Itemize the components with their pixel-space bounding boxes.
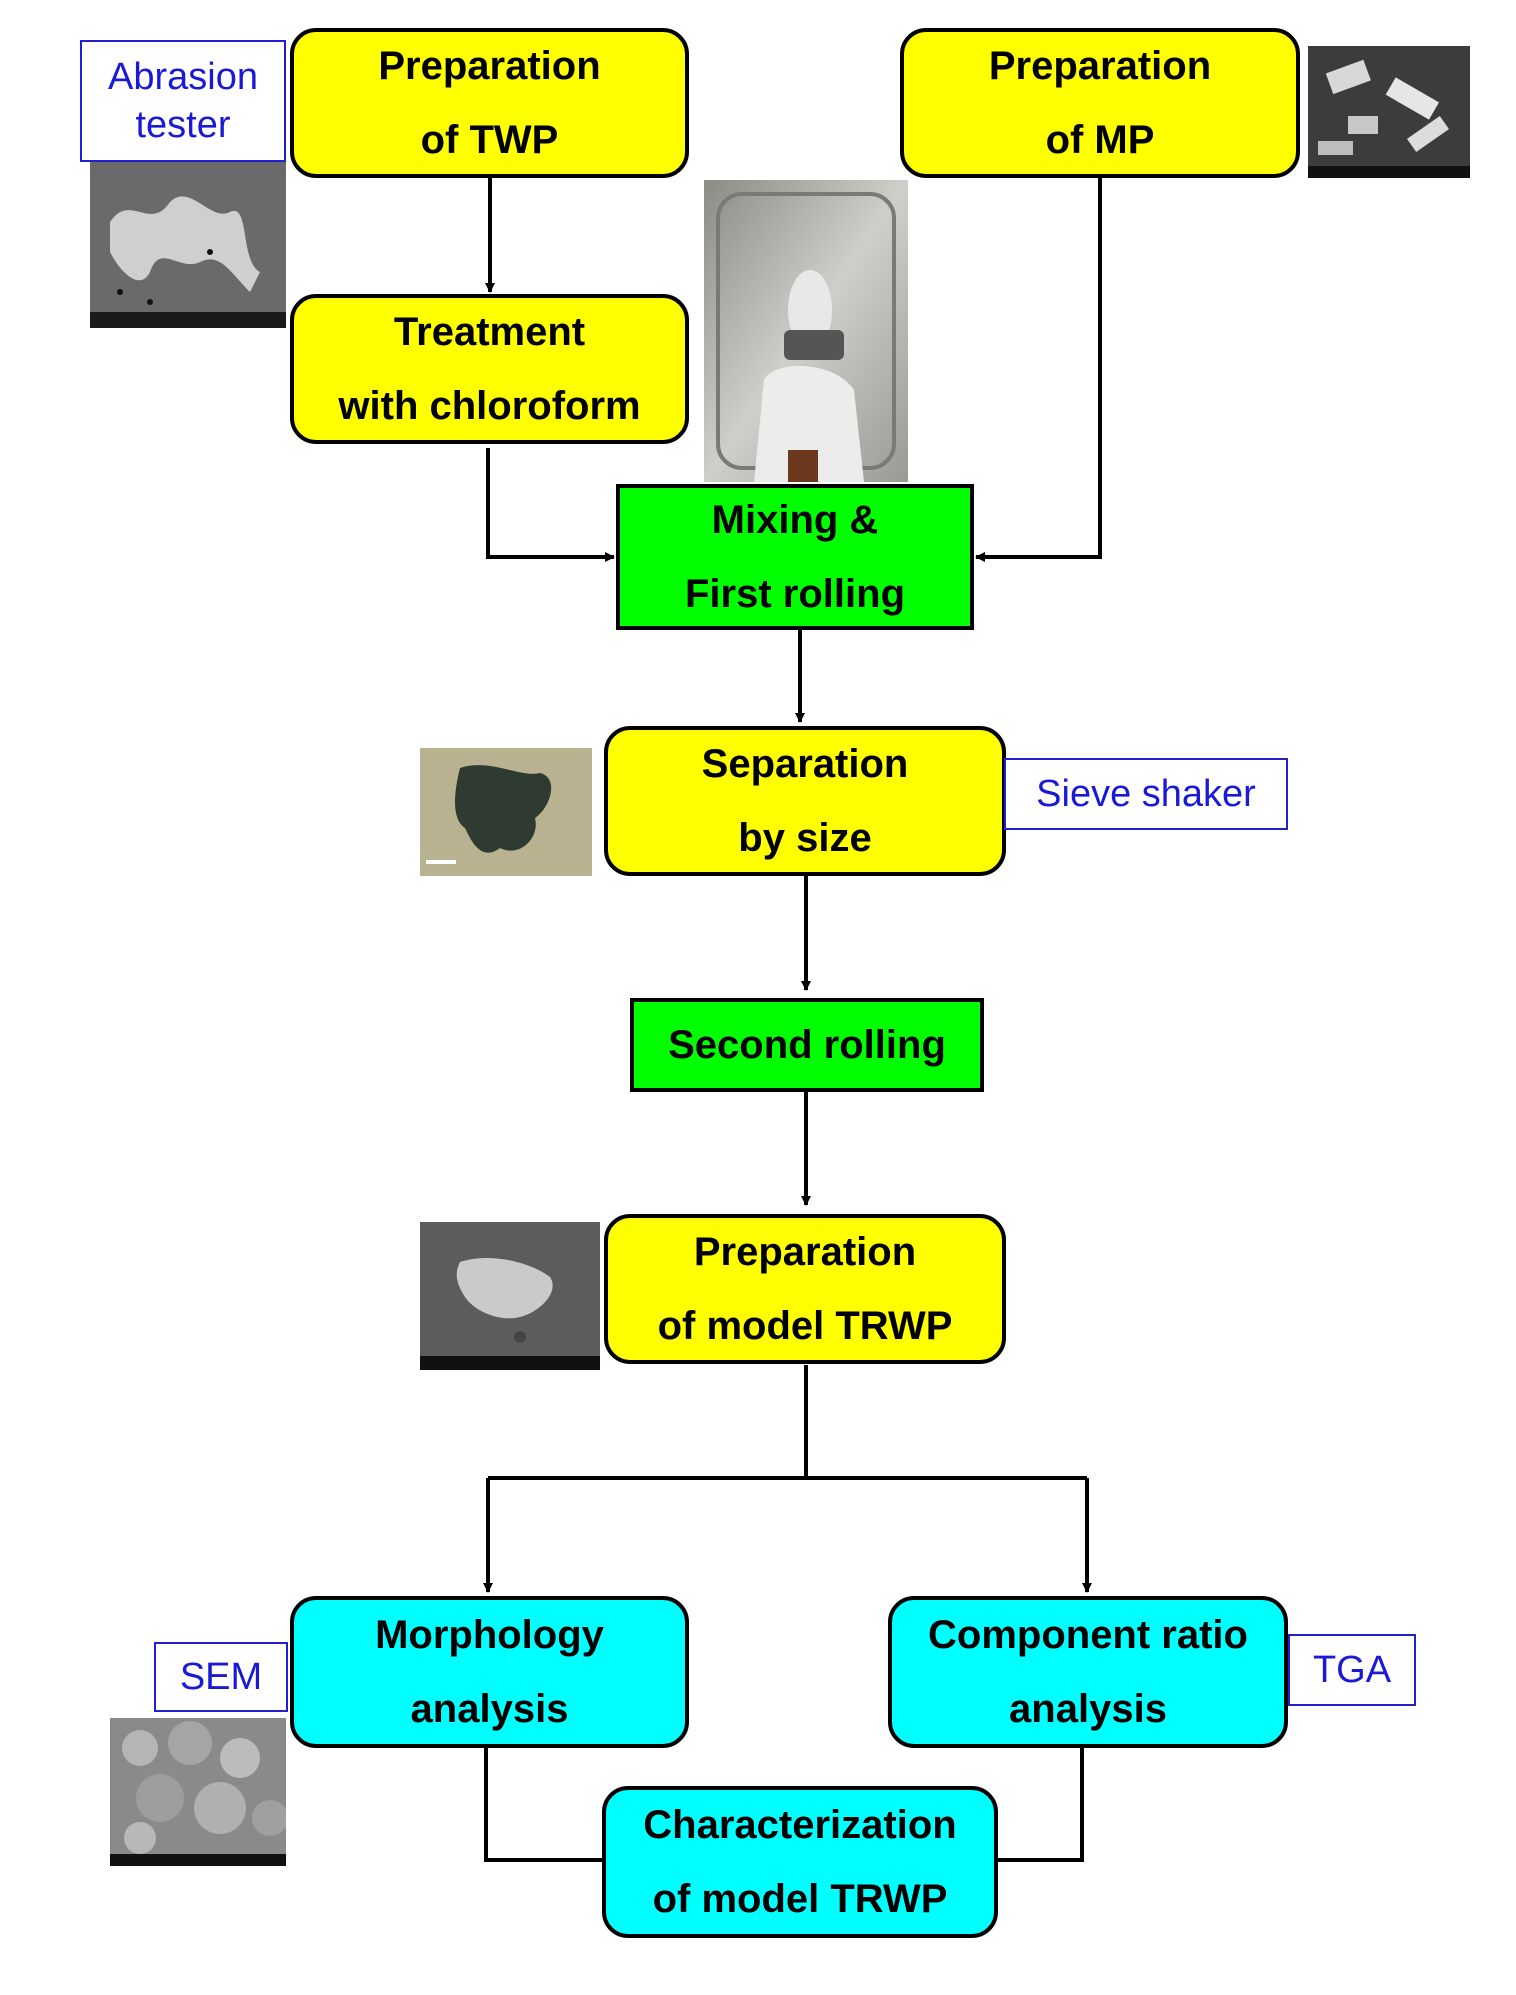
- mixing-line1: Mixing &: [711, 498, 879, 542]
- abrasion-tester-tag: Abrasion tester: [80, 40, 286, 162]
- prep-mp-line1: Preparation: [988, 44, 1212, 88]
- prep-mp-box: Preparation of MP: [900, 28, 1300, 178]
- separation-line2: by size: [738, 816, 872, 860]
- rolling-photo: [704, 180, 908, 482]
- prep-model-box: Preparation of model TRWP: [604, 1214, 1006, 1364]
- line-component-to-char: [996, 1746, 1084, 1862]
- characterization-line1: Characterization: [643, 1803, 957, 1847]
- prep-mp-line2: of MP: [1045, 118, 1155, 162]
- morphology-line1: Morphology: [375, 1613, 604, 1657]
- second-rolling-box: Second rolling: [630, 998, 984, 1092]
- morphology-box: Morphology analysis: [290, 1596, 689, 1748]
- arrow-mp-to-mixing: [975, 178, 1102, 562]
- characterization-box: Characterization of model TRWP: [602, 1786, 998, 1938]
- separation-micrograph: [420, 748, 592, 876]
- model-trwp-sem-image: [420, 1222, 600, 1370]
- prep-model-line1: Preparation: [693, 1230, 917, 1274]
- second-rolling-label: Second rolling: [668, 1023, 946, 1067]
- sieve-shaker-tag: Sieve shaker: [1004, 758, 1288, 830]
- morphology-line2: analysis: [410, 1687, 569, 1731]
- morphology-sem-image: [110, 1718, 286, 1866]
- sem-label: SEM: [179, 1656, 263, 1698]
- prep-twp-line2: of TWP: [420, 118, 559, 162]
- characterization-line2: of model TRWP: [652, 1877, 948, 1921]
- tga-label: TGA: [1312, 1649, 1392, 1691]
- prep-twp-line1: Preparation: [378, 44, 601, 88]
- abrasion-line1: Abrasion: [108, 56, 258, 98]
- mixing-line2: First rolling: [685, 572, 905, 616]
- component-line2: analysis: [1009, 1687, 1167, 1731]
- tga-tag: TGA: [1288, 1634, 1416, 1706]
- treatment-line2: with chloroform: [338, 384, 641, 428]
- sieve-label: Sieve shaker: [1036, 773, 1256, 815]
- mp-sem-image: [1308, 46, 1470, 178]
- prep-twp-box: Preparation of TWP: [290, 28, 689, 178]
- separation-line1: Separation: [701, 742, 909, 786]
- separation-box: Separation by size: [604, 726, 1006, 876]
- treatment-line1: Treatment: [393, 310, 586, 354]
- component-line1: Component ratio: [928, 1613, 1248, 1657]
- abrasion-line2: tester: [135, 104, 231, 146]
- mixing-box: Mixing & First rolling: [616, 484, 974, 630]
- arrow-treatment-to-mixing: [486, 448, 615, 562]
- sem-tag: SEM: [154, 1642, 288, 1712]
- line-morphology-to-char: [484, 1746, 604, 1862]
- prep-model-line2: of model TRWP: [657, 1304, 953, 1348]
- treatment-box: Treatment with chloroform: [290, 294, 689, 444]
- component-box: Component ratio analysis: [888, 1596, 1288, 1748]
- twp-sem-image: [90, 162, 286, 328]
